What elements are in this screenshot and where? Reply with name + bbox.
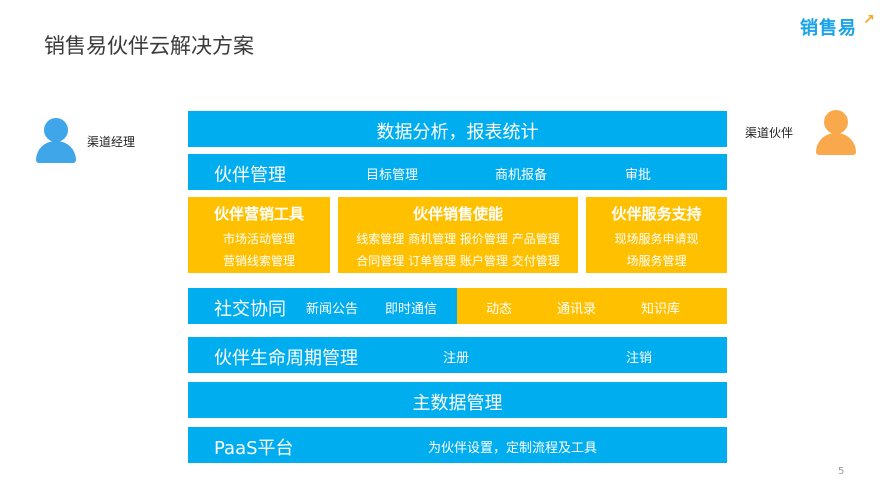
paas-description: 为伙伴设置，定制流程及工具 (428, 441, 598, 456)
sales-enablement-title: 伙伴销售使能 (412, 205, 503, 223)
service-support-box: 伙伴服务支持 现场服务申请现 场服务管理 (586, 197, 727, 273)
marketing-tools-title: 伙伴营销工具 (213, 205, 304, 223)
service-support-line: 现场服务申请现 (614, 232, 699, 246)
service-support-title: 伙伴服务支持 (611, 205, 702, 223)
news-item: 新闻公告 (306, 302, 359, 317)
service-support-line: 场服务管理 (626, 254, 687, 268)
partner-management-title: 伙伴管理 (214, 165, 286, 186)
social-title: 社交协同 (214, 299, 286, 320)
sales-enablement-box: 伙伴销售使能 线索管理 商机管理 报价管理 产品管理 合同管理 订单管理 账户管… (338, 197, 578, 273)
partner-management-layer: 伙伴管理 目标管理 商机报备 审批 (188, 154, 727, 190)
contacts-item: 通讯录 (557, 302, 597, 317)
marketing-tools-box: 伙伴营销工具 市场活动管理 营销线索管理 (188, 197, 330, 273)
marketing-tools-line: 营销线索管理 (222, 254, 295, 268)
channel-partner-label: 渠道伙伴 (745, 126, 794, 140)
lifecycle-title: 伙伴生命周期管理 (214, 348, 358, 369)
instant-messaging-item: 即时通信 (385, 302, 438, 317)
target-management-item: 目标管理 (366, 168, 419, 183)
deregister-item: 注销 (626, 351, 653, 366)
register-item: 注册 (443, 351, 470, 366)
logo: 销售易 (800, 18, 857, 39)
page-number: 5 (838, 466, 845, 477)
lifecycle-layer: 伙伴生命周期管理 注册 注销 (188, 337, 727, 373)
sales-enablement-line: 线索管理 商机管理 报价管理 产品管理 (356, 232, 560, 246)
opportunity-report-item: 商机报备 (495, 168, 548, 183)
analytics-title: 数据分析，报表统计 (376, 122, 539, 143)
feed-item: 动态 (486, 302, 513, 317)
analytics-layer: 数据分析，报表统计 (188, 111, 727, 147)
user-icon (36, 118, 76, 163)
marketing-tools-line: 市场活动管理 (222, 232, 295, 246)
master-data-title: 主数据管理 (412, 393, 503, 414)
paas-layer: PaaS平台 为伙伴设置，定制流程及工具 (188, 427, 727, 463)
master-data-layer: 主数据管理 (188, 382, 727, 418)
page-title: 销售易伙伴云解决方案 (44, 34, 254, 58)
knowledge-base-item: 知识库 (641, 302, 681, 317)
user-icon (816, 110, 856, 155)
social-yellow-section: 动态 通讯录 知识库 (457, 288, 727, 324)
sales-enablement-line: 合同管理 订单管理 账户管理 交付管理 (356, 254, 560, 268)
approval-item: 审批 (625, 168, 652, 183)
channel-manager-label: 渠道经理 (87, 135, 136, 149)
arrow-icon: ↗ (863, 12, 875, 28)
paas-title: PaaS平台 (214, 438, 294, 459)
